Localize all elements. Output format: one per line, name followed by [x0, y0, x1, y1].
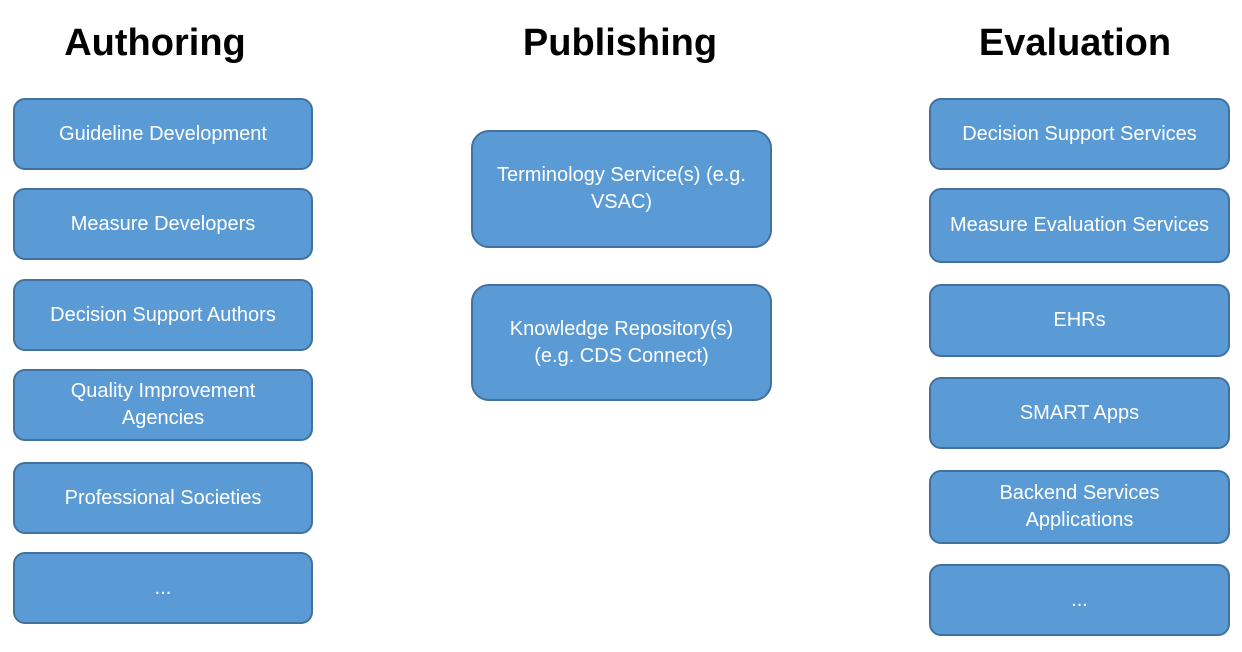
evaluation-box-backend-services-applications: Backend Services Applications	[929, 470, 1230, 544]
publishing-box-knowledge-repository: Knowledge Repository(s) (e.g. CDS Connec…	[471, 284, 772, 401]
authoring-box-guideline-development: Guideline Development	[13, 98, 313, 170]
authoring-box-professional-societies: Professional Societies	[13, 462, 313, 534]
box-label: Quality Improvement Agencies	[70, 380, 256, 429]
box-label: Backend Services Applications	[999, 482, 1160, 531]
evaluation-box-smart-apps: SMART Apps	[929, 377, 1230, 449]
evaluation-box-decision-support-services: Decision Support Services	[929, 98, 1230, 170]
box-label: Terminology Service(s) (e.g. VSAC)	[497, 164, 746, 213]
authoring-box-decision-support-authors: Decision Support Authors	[13, 279, 313, 351]
publishing-heading: Publishing	[522, 22, 718, 64]
evaluation-heading: Evaluation	[978, 22, 1172, 64]
evaluation-box-more: ...	[929, 564, 1230, 636]
box-label: SMART Apps	[1019, 401, 1140, 424]
authoring-box-quality-improvement-agencies: Quality Improvement Agencies	[13, 369, 313, 441]
authoring-box-more: ...	[13, 552, 313, 624]
box-label: Professional Societies	[64, 486, 262, 509]
publishing-box-terminology-services: Terminology Service(s) (e.g. VSAC)	[471, 130, 772, 248]
box-label: Measure Evaluation Services	[949, 214, 1209, 236]
box-label: Decision Support Services	[962, 122, 1197, 145]
evaluation-box-measure-evaluation-services: Measure Evaluation Services	[929, 188, 1230, 263]
box-label: Knowledge Repository(s) (e.g. CDS Connec…	[509, 317, 734, 367]
box-label: Guideline Development	[59, 122, 267, 145]
box-label: Decision Support Authors	[50, 303, 276, 326]
box-label: Measure Developers	[70, 212, 256, 235]
evaluation-box-ehrs: EHRs	[929, 284, 1230, 357]
box-label: ...	[154, 576, 172, 599]
authoring-box-measure-developers: Measure Developers	[13, 188, 313, 260]
box-label: ...	[1071, 588, 1088, 611]
authoring-heading: Authoring	[64, 22, 246, 64]
box-label: EHRs	[1053, 309, 1106, 331]
